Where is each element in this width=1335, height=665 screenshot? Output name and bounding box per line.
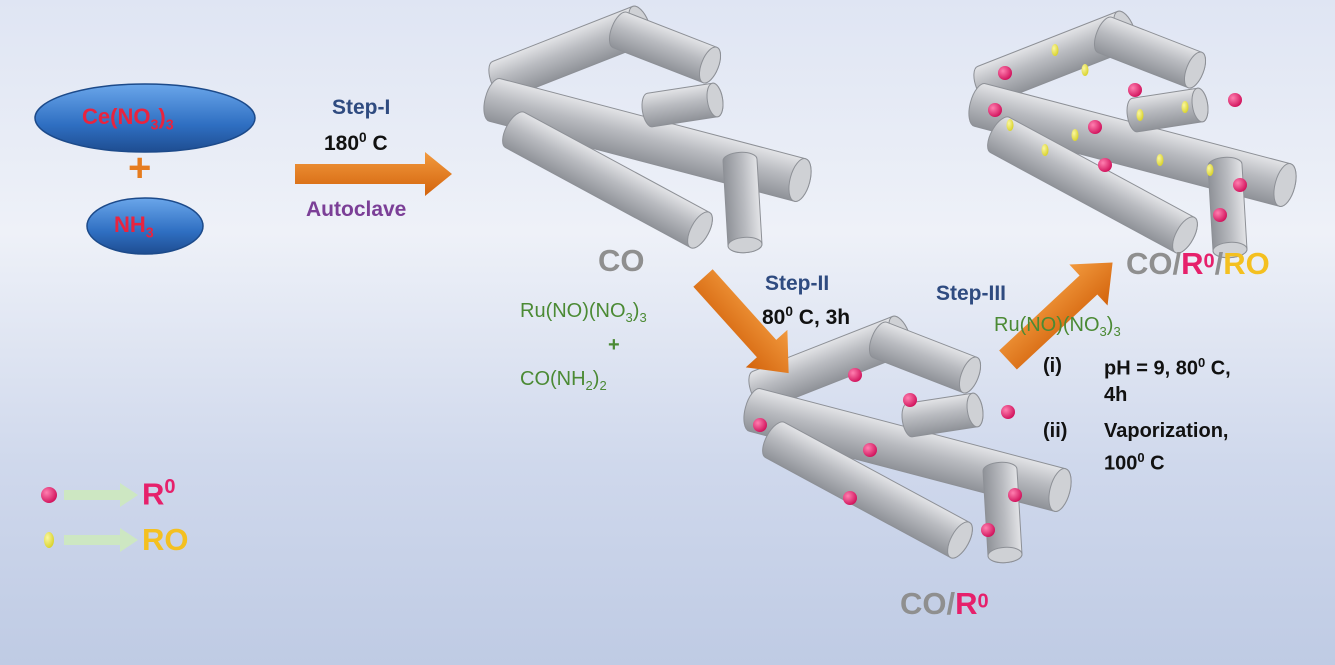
step2-conditions: 800 C, 3h [762,304,851,329]
ro-particle [1181,101,1189,113]
legend-yellow-dot [44,532,54,548]
step3-reagent-ru: Ru(NO)(NO3)3 [994,314,1121,339]
step1-temperature: 1800 C [324,130,388,155]
ro-particle [1041,144,1049,156]
r0-particle [848,368,862,382]
nanorod [1207,156,1248,259]
co-r0-ro-rod-cluster [968,10,1297,259]
nanorod [722,151,763,254]
nanorod [987,116,1198,254]
step3-item-2-text: Vaporization, [1104,420,1229,442]
r0-particle [1001,405,1015,419]
r0-particle [843,491,857,505]
r0-particle [1088,120,1102,134]
co-r0-label: CO/R0 [900,586,989,621]
reactant-plus: + [128,146,152,190]
co-label: CO [598,243,645,278]
step1-title: Step-I [332,96,391,119]
step2-reagent-ru: Ru(NO)(NO3)3 [520,300,647,325]
legend-label-r0: R0 [142,476,176,512]
legend-arrow-ro [64,528,138,552]
r0-particle [981,523,995,537]
r0-particle [1098,158,1112,172]
nanorod [608,11,722,84]
nanorod [1126,87,1209,133]
ce-nitrate-ellipse [34,83,256,153]
nanorod [641,82,724,128]
step3-item-2-number: (ii) [1043,420,1068,442]
step2-title: Step-II [765,272,830,295]
step1-arrow [295,152,452,196]
nanorod [762,421,973,559]
r0-particle [903,393,917,407]
r0-particle [1128,83,1142,97]
step3-arrow [999,262,1113,370]
r0-particle [988,103,1002,117]
nanorod [868,321,982,394]
step2-plus: + [608,334,620,356]
co-rod-cluster [483,5,812,254]
ce-nitrate-label: Ce(NO3)3 [82,104,174,134]
ro-particle [1136,109,1144,121]
step3-item-1-number: (i) [1043,355,1062,377]
r0-particle [1228,93,1242,107]
step3-item-1-text: pH = 9, 800 C, [1104,355,1231,380]
r0-particle [998,66,1012,80]
step3-item-1-text-line2: 4h [1104,384,1128,406]
co-r0-ro-label: CO/R0/RO [1126,246,1270,281]
legend-arrow-r0 [64,483,138,507]
nh3-ellipse [86,197,204,255]
step1-vessel: Autoclave [306,198,407,221]
ro-particle [1006,119,1014,131]
step2-arrow [693,269,789,374]
ro-particle [1206,164,1214,176]
nanorod [901,392,984,438]
legend-label-ro: RO [142,522,189,557]
ro-particle [1156,154,1164,166]
nanorod [982,461,1023,564]
r0-particle [753,418,767,432]
nanorod [502,111,713,249]
legend-pink-dot [41,487,57,503]
r0-particle [1233,178,1247,192]
ro-particle [1051,44,1059,56]
step2-reagent-urea: CO(NH2)2 [520,368,607,393]
ro-particle [1081,64,1089,76]
r0-particle [1213,208,1227,222]
r0-particle [1008,488,1022,502]
co-r0-rod-cluster [743,315,1072,564]
nanorod [1093,16,1207,89]
legend [41,483,138,552]
step3-item-2-text-line2: 1000 C [1104,450,1165,475]
r0-particle [863,443,877,457]
ro-particle [1071,129,1079,141]
step3-title: Step-III [936,282,1007,305]
nh3-label: NH3 [114,212,154,242]
